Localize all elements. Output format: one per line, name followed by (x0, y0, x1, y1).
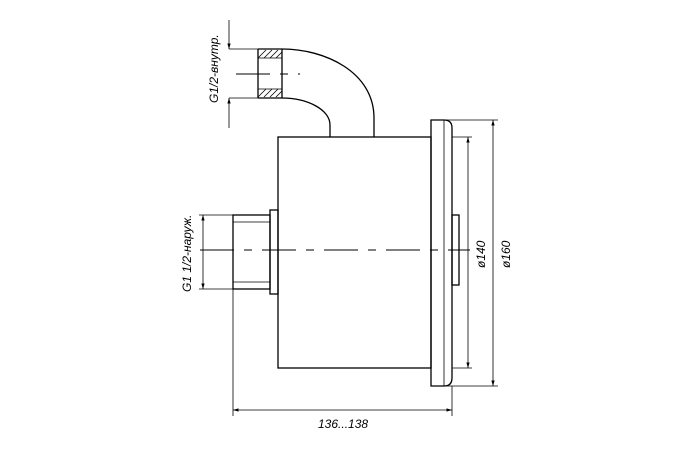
outer-threaded-nipple (232, 209, 279, 295)
label-diameter-140: ø140 (474, 240, 488, 268)
label-inner-thread: G1/2-внутр. (207, 34, 221, 103)
curved-pipe (257, 48, 375, 137)
dimension-inner-thread: G1/2-внутр. (207, 20, 258, 128)
body-housing (277, 136, 432, 369)
label-outer-thread: G1 1/2-наруж. (180, 215, 194, 292)
dimension-outer-thread: G1 1/2-наруж. (180, 214, 233, 292)
dimension-diameter-160: ø160 (444, 119, 513, 387)
front-flange (430, 119, 453, 387)
label-length: 136...138 (318, 417, 368, 431)
inner-thread-hatching (257, 49, 283, 98)
dimension-diameter-140: ø140 (452, 136, 488, 369)
label-diameter-160: ø160 (499, 240, 513, 268)
dimension-length: 136...138 (232, 289, 453, 431)
center-lines (200, 73, 470, 251)
